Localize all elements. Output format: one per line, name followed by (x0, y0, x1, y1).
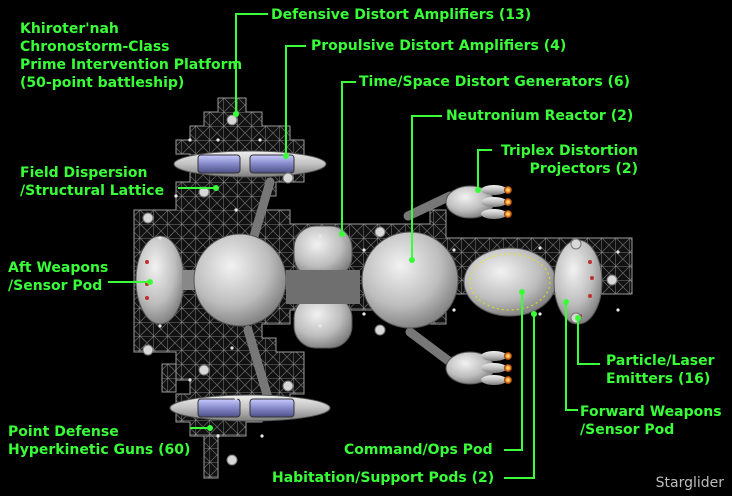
leader-habitation (504, 314, 535, 479)
label-forward-line-2: /Sensor Pod (580, 422, 675, 438)
label-aft-line-2: /Sensor Pod (8, 278, 103, 294)
leader-particle (577, 318, 600, 365)
propulsive-amplifier-bottom (169, 394, 331, 422)
triplex-projector-top (445, 185, 512, 219)
forward-weapons-pod (553, 239, 603, 325)
artist-signature: Starglider (655, 475, 724, 491)
point-defense-guns (158, 138, 620, 438)
habitation-pods (463, 247, 557, 317)
label-forward-line-1: Forward Weapons (580, 404, 722, 420)
timespace-generator-aft (193, 233, 287, 327)
title-block: Khiroter'nah Chronostorm-Class Prime Int… (20, 20, 242, 92)
label-triplex-line-1: Triplex Distortion (501, 143, 638, 159)
neutronium-reactor (361, 231, 459, 329)
title-line-1: Khiroter'nah (20, 21, 119, 37)
label-field-line-1: Field Dispersion (20, 165, 148, 181)
label-triplex-line-2: Projectors (2) (529, 161, 638, 177)
label-habitation-pods: Habitation/Support Pods (2) (272, 470, 495, 486)
title-line-4: (50-point battleship) (20, 75, 185, 91)
leader-command (504, 292, 523, 451)
propulsive-amplifier-top (173, 150, 327, 178)
label-pointdef-line-2: Hyperkinetic Guns (60) (8, 442, 191, 458)
leader-reactor (411, 115, 442, 260)
leader-propulsive (285, 45, 306, 156)
label-defensive-amplifiers: Defensive Distort Amplifiers (13) (271, 7, 532, 23)
label-neutronium-reactor: Neutronium Reactor (2) (446, 108, 634, 124)
label-timespace-generators: Time/Space Distort Generators (6) (359, 74, 631, 90)
leader-defensive (235, 13, 268, 114)
title-line-3: Prime Intervention Platform (20, 57, 243, 73)
label-particle-emitters: Particle/Laser Emitters (16) (606, 352, 715, 388)
triplex-projector-bottom (445, 351, 512, 385)
leader-triplex (477, 149, 492, 190)
label-field-line-2: /Structural Lattice (20, 183, 165, 199)
title-line-2: Chronostorm-Class (20, 39, 170, 55)
label-field-dispersion: Field Dispersion /Structural Lattice (20, 164, 164, 200)
label-pointdef-line-1: Point Defense (8, 424, 119, 440)
leader-forward (565, 302, 578, 411)
label-particle-line-1: Particle/Laser (606, 353, 715, 369)
label-particle-line-2: Emitters (16) (606, 371, 711, 387)
aft-weapons-pod (135, 235, 202, 325)
leader-timespace (341, 81, 356, 234)
leader-lines (108, 13, 600, 479)
label-forward-weapons: Forward Weapons /Sensor Pod (580, 403, 722, 439)
label-aft-line-1: Aft Weapons (8, 260, 109, 276)
label-propulsive-amplifiers: Propulsive Distort Amplifiers (4) (311, 38, 567, 54)
label-command-ops: Command/Ops Pod (344, 442, 493, 458)
timespace-generator-center (286, 225, 360, 349)
label-aft-weapons: Aft Weapons /Sensor Pod (8, 259, 108, 295)
label-triplex-projectors: Triplex Distortion Projectors (2) (501, 142, 638, 178)
label-point-defense: Point Defense Hyperkinetic Guns (60) (8, 423, 190, 459)
